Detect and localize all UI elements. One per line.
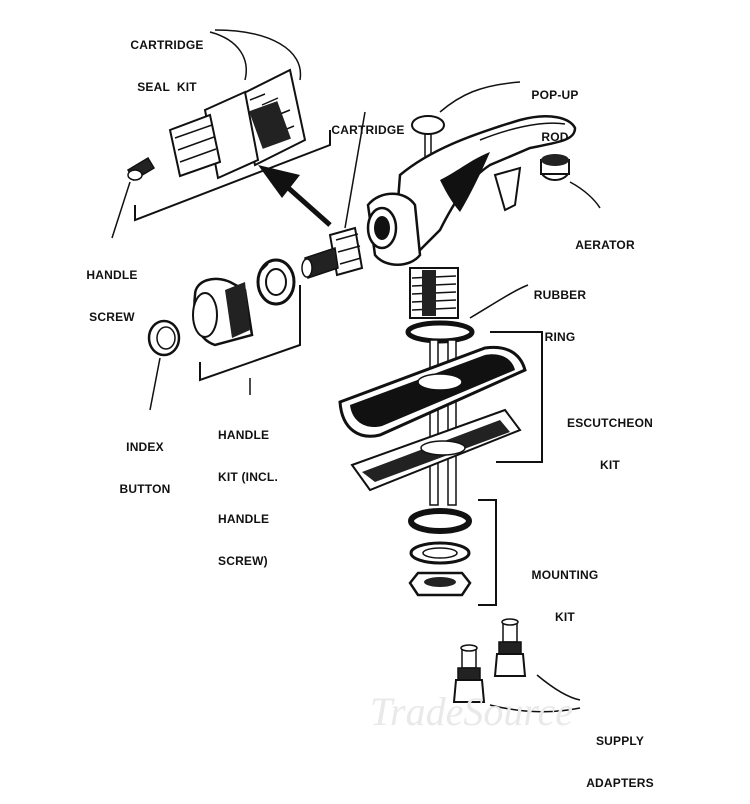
label-aerator: AERATOR: [575, 238, 635, 252]
label-handle-kit: HANDLE KIT (incl. HANDLE SCREW): [218, 428, 278, 568]
escutcheon-plate-illustration: [338, 345, 527, 438]
label-escutcheon-kit: ESCUTCHEON KIT: [566, 416, 653, 472]
rubber-ring-illustration: [405, 320, 475, 344]
escutcheon-gasket-illustration: [350, 408, 522, 492]
label-supply-adapters: SUPPLY ADAPTERS: [586, 734, 654, 790]
supply-tubes-illustration: [429, 339, 457, 506]
handle-illustration: [192, 277, 254, 347]
faucet-exploded-diagram: [111, 29, 601, 713]
label-rubber-ring: RUBBER RING: [533, 288, 587, 344]
cartridge-bracket: [134, 130, 331, 222]
arrow-icon: [258, 165, 332, 227]
handle-kit-bracket: [199, 285, 301, 382]
label-mounting-kit: MOUNTING KIT: [531, 568, 599, 624]
label-cartridge-seal-kit: CARTRIDGE SEAL KIT: [130, 38, 204, 94]
handle-screw-illustration: [126, 156, 156, 182]
cartridge-seal-kit-illustration: [168, 68, 307, 180]
handle-nut-illustration: [256, 258, 296, 306]
mounting-kit-bracket: [478, 499, 497, 606]
faucet-body-illustration: [366, 115, 577, 319]
label-pop-up-rod: POP-UP ROD: [531, 88, 579, 144]
cartridge-illustration: [301, 226, 364, 279]
mounting-kit-illustration: [408, 508, 472, 597]
label-index-button: INDEX BUTTON: [119, 440, 171, 496]
supply-adapters-illustration: [452, 618, 527, 703]
label-handle-screw: HANDLE SCREW: [86, 268, 138, 324]
escutcheon-bracket: [490, 331, 543, 463]
watermark: TradeSource: [370, 689, 573, 734]
index-button-illustration: [147, 319, 181, 357]
aerator-illustration: [540, 154, 570, 181]
label-cartridge: CARTRIDGE: [331, 123, 405, 137]
